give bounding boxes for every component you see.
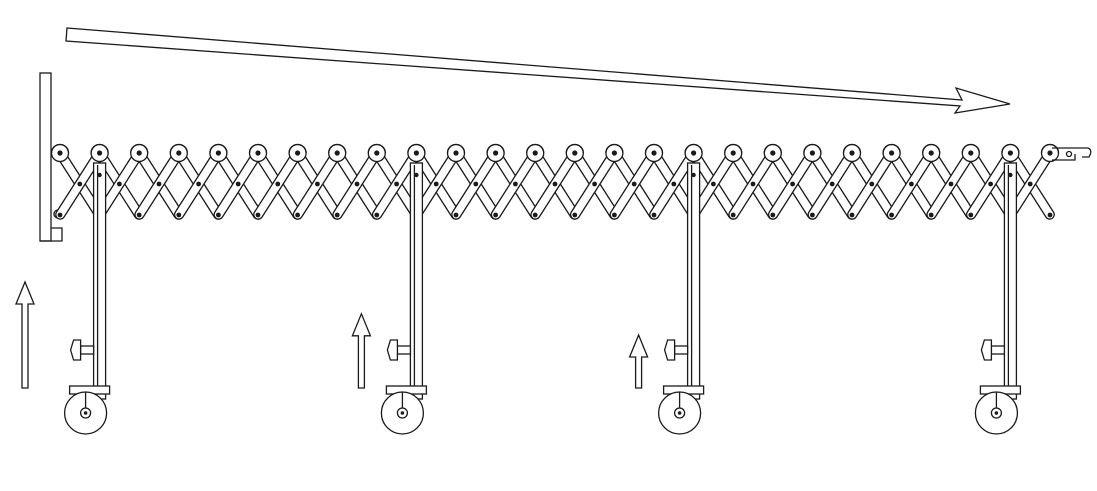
roller <box>526 143 545 163</box>
roller <box>644 143 664 163</box>
roller <box>684 143 703 163</box>
roller <box>565 143 584 163</box>
caster-wheel-icon <box>380 385 428 435</box>
pivot-pin <box>928 212 934 218</box>
roller <box>446 143 466 163</box>
caster-wheel-icon <box>657 385 705 435</box>
pivot-pin <box>473 181 479 187</box>
pivot-pin <box>136 212 142 218</box>
pivot-pin <box>532 212 538 218</box>
roller <box>50 143 70 163</box>
pivot-pin <box>394 181 399 187</box>
pivot-pin <box>730 212 736 218</box>
pivot-pin <box>156 181 162 187</box>
pivot-pin <box>968 212 974 218</box>
pivot-pin <box>790 181 795 187</box>
pivot-pin <box>988 181 993 187</box>
caster-wheel-icon <box>974 385 1022 435</box>
height-arrow-icon <box>351 312 372 389</box>
pivot-pin <box>334 212 340 218</box>
roller <box>90 143 109 163</box>
pivot-pin <box>612 212 617 218</box>
pivot-pin <box>176 212 182 218</box>
roller <box>367 143 386 163</box>
pivot-pin <box>235 181 241 187</box>
pivot-pin <box>651 212 657 218</box>
pivot-pin <box>57 212 63 218</box>
pivot-pin <box>216 212 221 218</box>
pivot-pin <box>315 181 320 187</box>
pivot-pin <box>572 212 578 218</box>
roller <box>407 143 426 163</box>
pivot-pin <box>493 212 498 218</box>
roller <box>209 143 228 163</box>
pivot-pin <box>295 212 300 218</box>
height-arrow-icon <box>15 280 35 389</box>
roller <box>724 143 743 163</box>
roller <box>248 143 268 163</box>
pivot-pin <box>810 212 815 218</box>
pivot-pin <box>750 181 756 187</box>
roller <box>328 143 347 163</box>
pivot-pin <box>453 212 459 218</box>
pivot-pin <box>77 181 83 187</box>
roller <box>1001 143 1020 163</box>
pivot-pin <box>275 181 281 187</box>
pivot-pin <box>631 181 637 187</box>
roller <box>486 143 505 163</box>
roller <box>605 143 624 163</box>
pivot-pin <box>829 181 835 187</box>
pivot-pin <box>552 181 558 187</box>
direction-arrow-icon <box>65 27 1011 114</box>
support-leg <box>63 162 111 435</box>
roller <box>922 143 941 163</box>
pivot-pin <box>1047 212 1053 218</box>
height-arrows <box>15 280 649 389</box>
scissor-frame <box>55 148 1055 220</box>
height-arrow-icon <box>628 333 649 389</box>
roller <box>803 143 822 163</box>
pivot-pin <box>948 181 954 187</box>
pivot-pin <box>770 212 776 218</box>
caster-wheel-icon <box>63 385 111 435</box>
roller-row <box>50 143 1060 163</box>
pivot-pin <box>255 212 261 218</box>
locking-knob-icon <box>69 339 95 361</box>
pivot-pin <box>433 181 439 187</box>
roller <box>130 143 149 163</box>
roller <box>1040 143 1060 163</box>
pivot-pin <box>374 212 380 218</box>
locking-knob-icon <box>663 339 689 361</box>
locking-knob-icon <box>386 339 412 361</box>
pivot-pin <box>869 181 875 187</box>
pivot-pin <box>849 212 855 218</box>
pivot-pin <box>909 181 914 187</box>
leg-row <box>63 162 1022 435</box>
roller <box>961 143 980 163</box>
pivot-pin <box>711 181 716 187</box>
pivot-pin <box>196 181 202 187</box>
pivot-pin <box>671 181 677 187</box>
roller <box>169 143 188 163</box>
support-leg <box>380 162 428 435</box>
support-leg <box>974 162 1022 435</box>
roller <box>288 143 307 163</box>
locking-knob-icon <box>980 339 1006 361</box>
pivot-pin <box>513 181 518 187</box>
roller <box>763 143 782 163</box>
pivot-pin <box>117 181 122 187</box>
support-leg <box>657 162 705 435</box>
pivot-pin <box>354 181 360 187</box>
pivot-pin <box>889 212 894 218</box>
hook-icon <box>1052 147 1092 161</box>
pivot-pin <box>1027 181 1033 187</box>
roller <box>842 143 862 163</box>
roller <box>882 143 901 163</box>
pivot-pin <box>592 181 597 187</box>
